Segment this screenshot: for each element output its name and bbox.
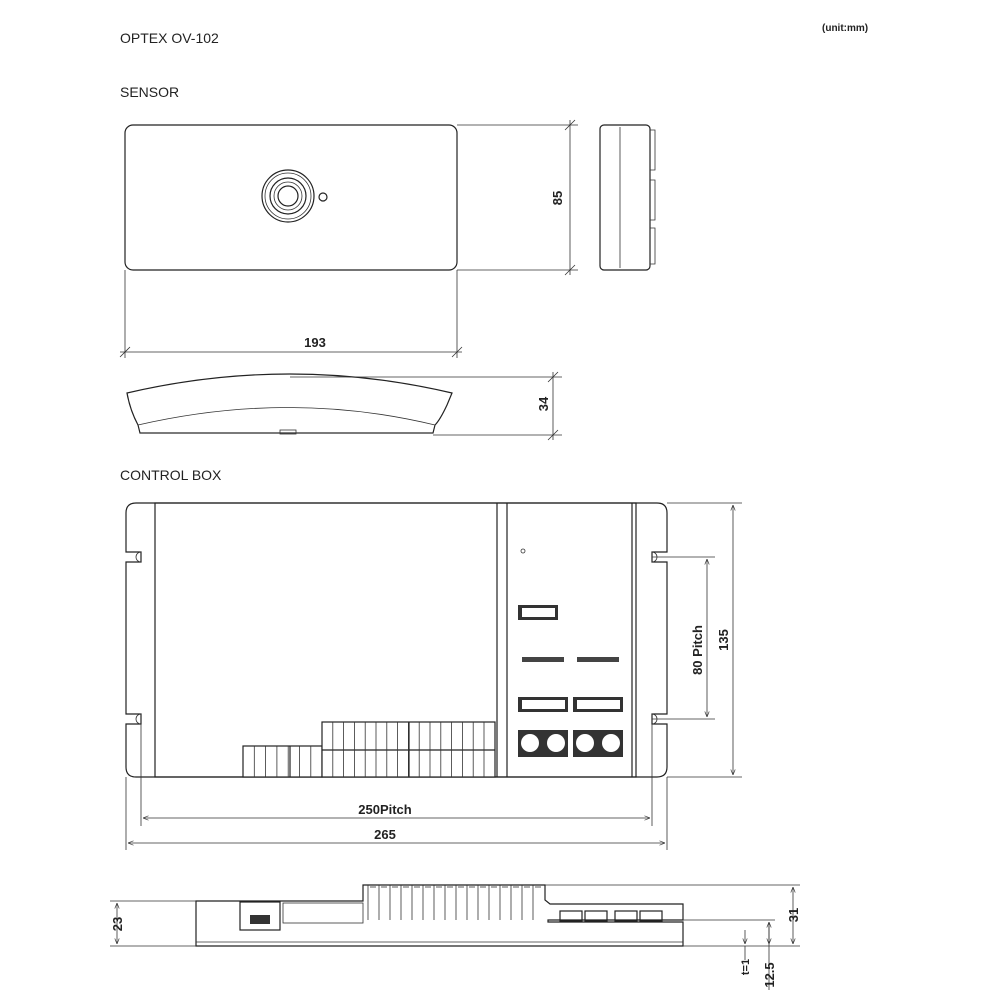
dimension-side-height: 23 <box>110 900 196 947</box>
dimension-flange-height: 12.5 <box>683 919 777 990</box>
ethernet-port-icon <box>239 901 281 931</box>
dimension-thickness: t=1 <box>740 930 752 975</box>
dimension-box-height: 135 <box>667 502 742 778</box>
sensor-profile-view: 34 <box>126 371 562 441</box>
led-indicator <box>318 192 328 202</box>
dimension-box-width: 265 <box>125 777 668 850</box>
dim-193-label: 193 <box>304 335 326 350</box>
dim-135-label: 135 <box>716 629 731 651</box>
dimension-horizontal-pitch: 250Pitch <box>140 724 653 826</box>
control-box-side-view <box>148 884 732 947</box>
dim-85-label: 85 <box>550 191 565 205</box>
dimension-total-height: 31 <box>545 884 801 947</box>
dimension-vertical-pitch: 80 Pitch <box>652 556 715 720</box>
dim-80-pitch-label: 80 Pitch <box>690 625 705 675</box>
relay-blocks <box>559 910 663 922</box>
sensor-heading: SENSOR <box>120 84 179 100</box>
drawing-title: OPTEX OV-102 <box>120 30 219 46</box>
control-box-front-view <box>125 502 668 778</box>
unit-note: (unit:mm) <box>822 23 868 34</box>
dip-switch <box>518 605 558 620</box>
dim-250-pitch-label: 250Pitch <box>358 802 412 817</box>
terminal-blocks <box>242 721 496 778</box>
dim-23-label: 23 <box>110 917 125 931</box>
led-bar <box>577 657 619 662</box>
dimension-sensor-width: 193 <box>119 270 463 358</box>
dimension-sensor-height: 85 <box>457 119 578 276</box>
sensor-top-view <box>124 124 458 271</box>
dip-switch <box>573 697 623 712</box>
control-box-heading: CONTROL BOX <box>120 467 222 483</box>
rotary-switches <box>518 730 623 757</box>
dim-34-label: 34 <box>536 396 551 411</box>
dim-265-label: 265 <box>374 827 396 842</box>
dim-31-label: 31 <box>786 908 801 922</box>
led-bar <box>522 657 564 662</box>
dim-thickness-label: t=1 <box>740 959 752 975</box>
dim-12-5-label: 12.5 <box>762 962 777 987</box>
sensor-side-view <box>599 124 656 271</box>
dip-switch <box>518 697 568 712</box>
